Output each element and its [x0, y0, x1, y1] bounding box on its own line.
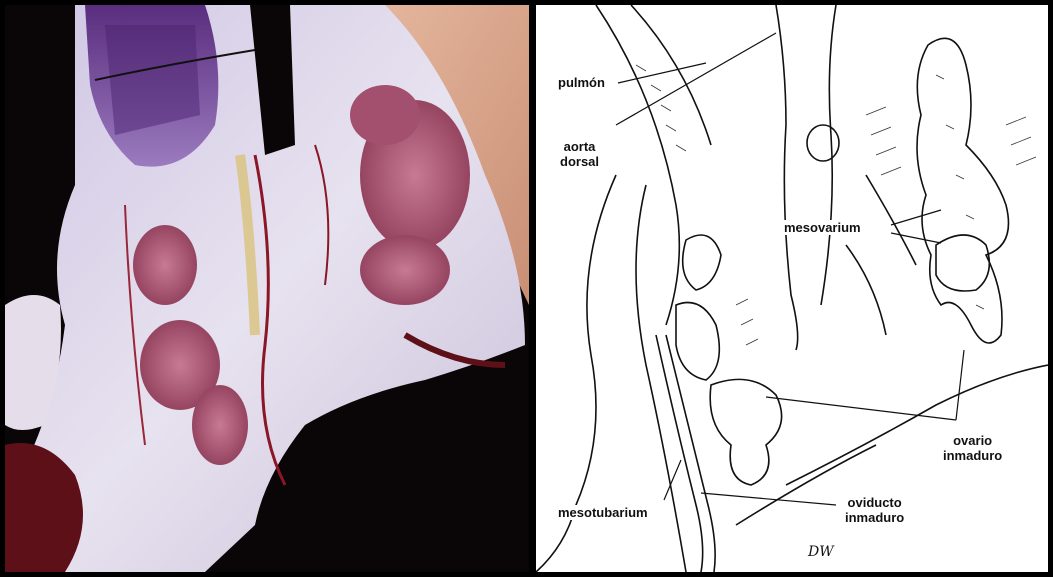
- label-oviducto-line1: oviducto: [845, 495, 904, 510]
- label-aorta-dorsal: aorta dorsal: [558, 139, 601, 169]
- label-ovario-line2: inmaduro: [943, 448, 1002, 463]
- artist-signature: DW: [806, 545, 836, 560]
- drawing-illustration: [536, 5, 1048, 572]
- label-oviducto-line2: inmaduro: [845, 510, 904, 525]
- anatomical-drawing: pulmón aorta dorsal mesovarium ovario in…: [536, 5, 1048, 572]
- label-mesotubarium: mesotubarium: [556, 505, 650, 520]
- dissection-photo-illustration: [5, 5, 529, 572]
- label-aorta-dorsal-line1: aorta: [560, 139, 599, 154]
- label-pulmon: pulmón: [556, 75, 607, 90]
- label-aorta-dorsal-line2: dorsal: [560, 154, 599, 169]
- label-ovario-inmaduro: ovario inmaduro: [941, 433, 1004, 463]
- dissection-photo: [5, 5, 529, 572]
- label-ovario-line1: ovario: [943, 433, 1002, 448]
- label-oviducto-inmaduro: oviducto inmaduro: [843, 495, 906, 525]
- label-mesovarium: mesovarium: [782, 220, 863, 235]
